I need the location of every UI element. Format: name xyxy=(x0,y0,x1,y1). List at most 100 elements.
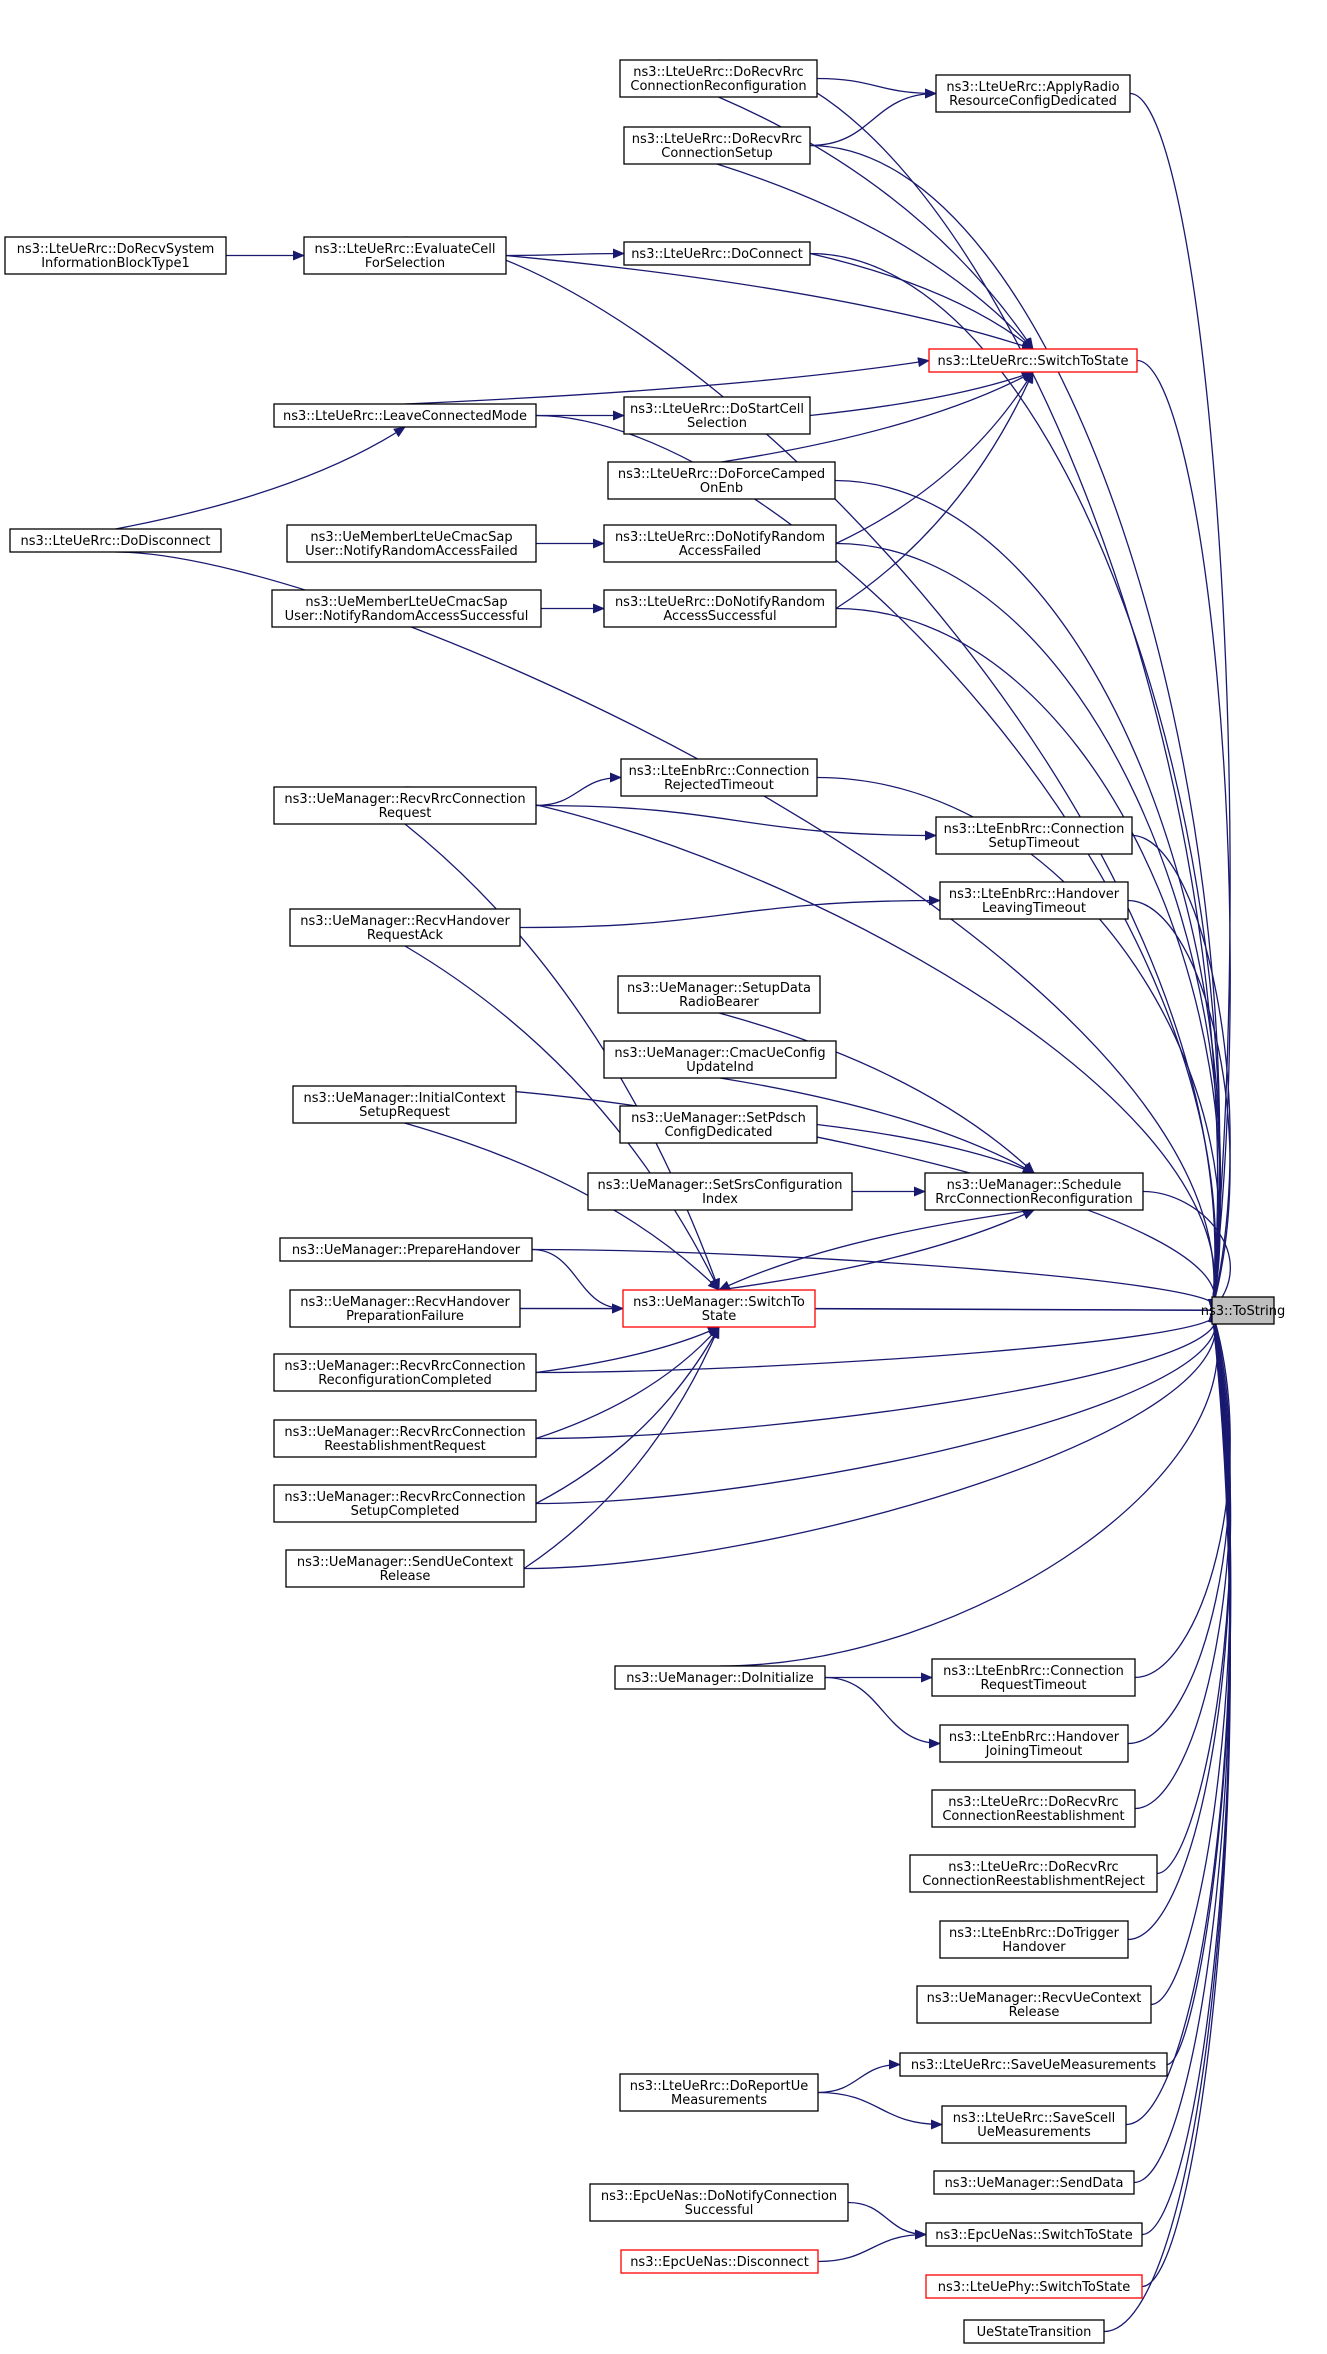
node-label: ns3::LteUeRrc::DoRecvRrc xyxy=(632,132,802,147)
node-label: ns3::LteUeRrc::DoRecvSystem xyxy=(17,242,215,257)
node-box xyxy=(916,1985,1152,2024)
node-box xyxy=(286,524,537,563)
node-LteUeRrcSaveUeMeas[interactable]: ns3::LteUeRrc::SaveUeMeasurements xyxy=(899,2052,1168,2077)
node-label: ns3::LteEnbRrc::Connection xyxy=(944,822,1125,837)
node-label: ns3::LteUeRrc::SaveUeMeasurements xyxy=(911,2058,1157,2073)
node-box xyxy=(603,1040,837,1079)
node-UeMgrInitialContext[interactable]: ns3::UeManager::InitialContextSetupReque… xyxy=(292,1085,517,1124)
node-LteUeRrcSwitchToState[interactable]: ns3::LteUeRrc::SwitchToState xyxy=(928,348,1138,373)
node-label: ns3::LteUeRrc::DoNotifyRandom xyxy=(615,595,825,610)
node-label: ns3::UeManager::RecvUeContext xyxy=(927,1991,1142,2006)
node-label: ns3::LteUeRrc::LeaveConnectedMode xyxy=(283,409,527,424)
node-box xyxy=(620,2249,819,2274)
node-label: ns3::UeManager::SetSrsConfiguration xyxy=(598,1178,843,1193)
node-ToString[interactable]: ns3::ToString xyxy=(1201,1296,1286,1325)
edge-UeStateTransition-to-ToString xyxy=(1103,1309,1231,2333)
node-box xyxy=(623,126,811,165)
node-UeMgrSendData[interactable]: ns3::UeManager::SendData xyxy=(933,2170,1135,2195)
node-LteUeRrcApplyRadio[interactable]: ns3::LteUeRrc::ApplyRadioResourceConfigD… xyxy=(935,74,1131,113)
node-UeMemberRAFailed[interactable]: ns3::UeMemberLteUeCmacSapUser::NotifyRan… xyxy=(286,524,537,563)
node-box xyxy=(271,589,542,628)
node-UeMgrRecvRrcSetupCompleted[interactable]: ns3::UeManager::RecvRrcConnectionSetupCo… xyxy=(273,1484,537,1523)
node-UeMgrRecvRrcReestabRequest[interactable]: ns3::UeManager::RecvRrcConnectionReestab… xyxy=(273,1419,537,1458)
edge-LteUeRrcEvaluateCell-to-ToString xyxy=(404,236,1219,1312)
node-label: UeMeasurements xyxy=(977,2125,1091,2140)
node-label: PreparationFailure xyxy=(346,1309,464,1324)
edge-UeMgrRecvRrcSetupCompleted-to-UeMgrSwitchToState xyxy=(535,1326,720,1505)
node-label: ns3::LteUeRrc::DoForceCamped xyxy=(618,467,825,482)
node-label: ns3::LteUeRrc::SaveScell xyxy=(953,2111,1115,2126)
node-box xyxy=(925,2222,1143,2247)
edge-UeMgrSendData-to-ToString xyxy=(1133,1309,1231,2184)
node-LteUePhySwitchToState[interactable]: ns3::LteUePhy::SwitchToState xyxy=(925,2274,1143,2299)
node-label: ns3::UeManager::DoInitialize xyxy=(626,1671,813,1686)
node-LteUeRrcLeaveConnected[interactable]: ns3::LteUeRrc::LeaveConnectedMode xyxy=(273,403,537,428)
node-LteUeRrcDoRecvRrcConnRecfg[interactable]: ns3::LteUeRrc::DoRecvRrcConnectionReconf… xyxy=(619,59,818,98)
node-box xyxy=(614,1665,826,1690)
node-LteEnbRrcConnRejected[interactable]: ns3::LteEnbRrc::ConnectionRejectedTimeou… xyxy=(620,758,818,797)
node-box xyxy=(619,59,818,98)
node-box xyxy=(289,1289,521,1328)
edge-LteUeRrcDoRecvReestabReject-to-ToString xyxy=(1156,1309,1232,1875)
node-LteUeRrcDoConnect[interactable]: ns3::LteUeRrc::DoConnect xyxy=(623,241,811,266)
node-EpcUeNasSwitchToState[interactable]: ns3::EpcUeNas::SwitchToState xyxy=(925,2222,1143,2247)
edge-UeMgrDoInitialize-to-LteEnbRrcHandoverJoining xyxy=(824,1676,941,1749)
edge-LteEnbRrcDoTriggerHandover-to-ToString xyxy=(1127,1309,1231,1941)
node-label: Handover xyxy=(1002,1940,1066,1955)
node-box xyxy=(619,1105,818,1144)
node-label: AccessSuccessful xyxy=(663,609,776,624)
node-box xyxy=(587,1172,853,1211)
node-label: ns3::LteEnbRrc::Connection xyxy=(943,1664,1124,1679)
node-LteUeRrcDoDisconnect[interactable]: ns3::LteUeRrc::DoDisconnect xyxy=(9,528,222,553)
node-label: ns3::ToString xyxy=(1201,1304,1286,1319)
node-label: ns3::UeManager::RecvRrcConnection xyxy=(284,1490,525,1505)
node-label: ReconfigurationCompleted xyxy=(318,1373,492,1388)
node-label: ns3::UeManager::Schedule xyxy=(947,1178,1122,1193)
node-UeMemberRASuccess[interactable]: ns3::UeMemberLteUeCmacSapUser::NotifyRan… xyxy=(271,589,542,628)
node-UeMgrDoInitialize[interactable]: ns3::UeManager::DoInitialize xyxy=(614,1665,826,1690)
node-label: ns3::UeManager::SwitchTo xyxy=(633,1295,805,1310)
node-UeStateTransition[interactable]: UeStateTransition xyxy=(963,2319,1105,2344)
node-LteUeRrcDoNotifyRASuccess[interactable]: ns3::LteUeRrc::DoNotifyRandomAccessSucce… xyxy=(603,589,837,628)
node-label: ns3::LteUeRrc::DoConnect xyxy=(631,247,803,262)
node-LteUeRrcDoRecvSib1[interactable]: ns3::LteUeRrc::DoRecvSystemInformationBl… xyxy=(4,236,227,275)
node-UeMgrPrepareHandover[interactable]: ns3::UeManager::PrepareHandover xyxy=(279,1237,533,1262)
node-label: JoiningTimeout xyxy=(985,1744,1083,1759)
node-box xyxy=(899,2052,1168,2077)
edge-LteUeRrcEvaluateCell-to-LteUeRrcSwitchToState xyxy=(505,254,1034,351)
node-UeMgrRecvRrcReconfCompleted[interactable]: ns3::UeManager::RecvRrcConnectionReconfi… xyxy=(273,1353,537,1392)
edge-LteUeRrcSwitchToState-to-ToString xyxy=(1136,359,1231,1312)
node-LteUeRrcDoNotifyRAFailed[interactable]: ns3::LteUeRrc::DoNotifyRandomAccessFaile… xyxy=(603,524,837,563)
node-EpcUeNasDisconnect[interactable]: ns3::EpcUeNas::Disconnect xyxy=(620,2249,819,2274)
node-label: State xyxy=(702,1309,736,1324)
node-label: ns3::UeManager::RecvHandover xyxy=(300,1295,510,1310)
node-UeMgrRecvHandoverPrepFail[interactable]: ns3::UeManager::RecvHandoverPreparationF… xyxy=(289,1289,521,1328)
node-EpcUeNasDoNotifyConnSuccess[interactable]: ns3::EpcUeNas::DoNotifyConnectionSuccess… xyxy=(589,2183,849,2222)
node-UeMgrSwitchToState[interactable]: ns3::UeManager::SwitchToState xyxy=(622,1289,816,1328)
node-LteUeRrcDoRecvReestab[interactable]: ns3::LteUeRrc::DoRecvRrcConnectionReesta… xyxy=(931,1789,1136,1828)
node-label: Request xyxy=(379,806,432,821)
node-label: UeStateTransition xyxy=(977,2325,1092,2340)
node-label: AccessFailed xyxy=(679,544,761,559)
node-LteUeRrcDoRecvReestabReject[interactable]: ns3::LteUeRrc::DoRecvRrcConnectionReesta… xyxy=(909,1854,1158,1893)
node-UeMgrSchedule[interactable]: ns3::UeManager::ScheduleRrcConnectionRec… xyxy=(924,1172,1144,1211)
